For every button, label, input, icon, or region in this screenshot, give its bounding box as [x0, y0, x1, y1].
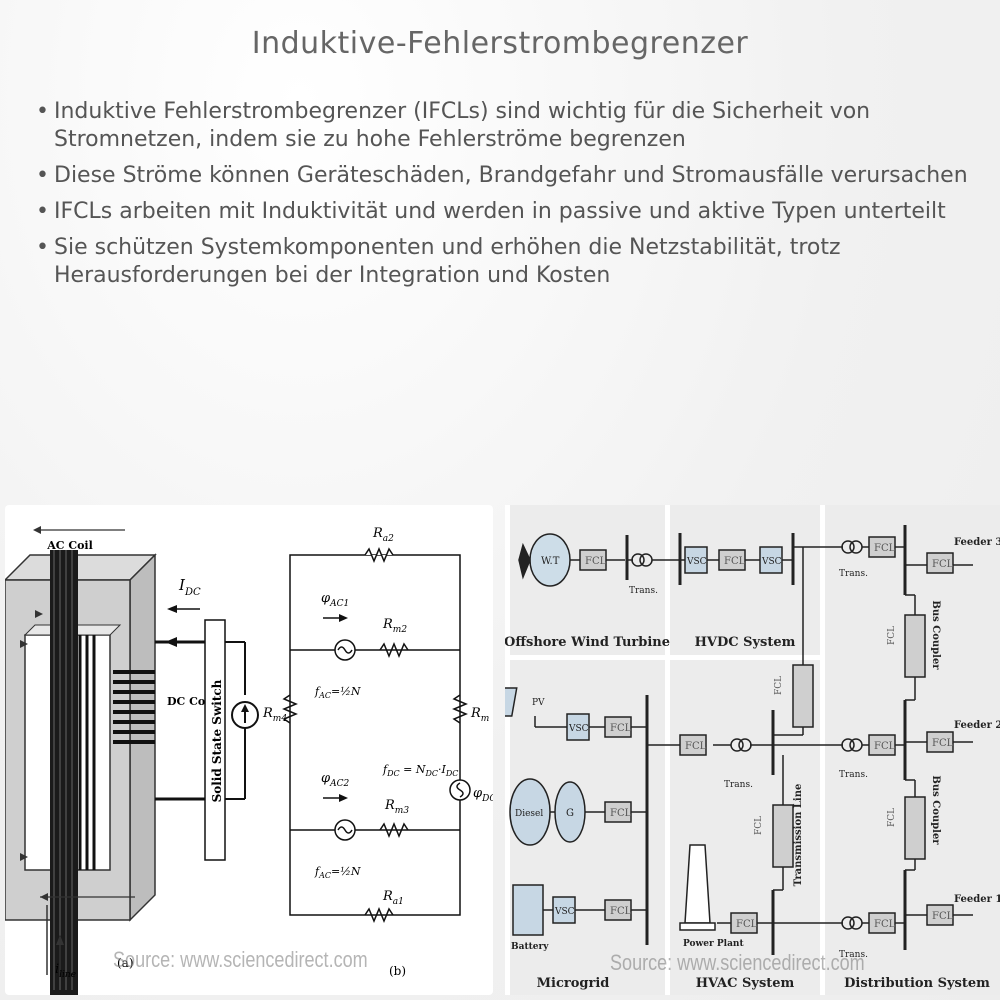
bullet-dot: •	[36, 99, 49, 124]
fcl-box-label: FCL	[610, 906, 632, 917]
vsc-label: VSC	[686, 557, 707, 567]
f-ac1-equation: fAC=½N	[314, 685, 361, 700]
feeder3-label: Feeder 3	[954, 537, 1000, 548]
offshore-region	[510, 505, 665, 655]
i-dc-label: IDC	[178, 576, 201, 598]
fcl-grid-svg: W.T FCL Trans. VSC FCL VSC FCL FCL Trans…	[484, 505, 1000, 995]
wind-turbine-label: W.T	[541, 556, 560, 567]
bullet-dot: •	[36, 235, 49, 260]
bullet-text: IFCLs arbeiten mit Induktivität und werd…	[54, 199, 946, 224]
fcl-box-label: FCL	[932, 559, 954, 570]
figure-area: AC Coil iline (a) DC Coil IDC	[0, 500, 1000, 1000]
i-line-label: iline	[55, 962, 76, 980]
bullet-list: •Induktive Fehlerstrombegrenzer (IFCLs) …	[32, 98, 982, 298]
fcl-box-label: FCL	[874, 543, 896, 554]
trans-label: Trans.	[839, 950, 868, 960]
f-ac2-equation: fAC=½N	[314, 865, 361, 880]
dc-coil-windings	[113, 670, 155, 744]
fcl-box-label: FCL	[932, 911, 954, 922]
hvac-title: HVAC System	[696, 976, 795, 991]
power-plant-label: Power Plant	[683, 939, 744, 949]
rm2-label: Rm2	[382, 617, 407, 635]
source-watermark-right: Source: www.sciencedirect.com	[610, 950, 865, 975]
transmission-line-label: Transmission Line	[793, 784, 804, 887]
feeder1-label: Feeder 1	[954, 894, 1000, 905]
bus-coupler-label: Bus Coupler	[930, 600, 941, 670]
bullet-item: •Sie schützen Systemkomponenten und erhö…	[32, 234, 982, 290]
fcl-box-label: FCL	[874, 741, 896, 752]
solid-state-switch	[204, 619, 226, 861]
offshore-title: Offshore Wind Turbine	[505, 635, 670, 650]
fcl-box-label: FCL	[887, 626, 897, 645]
vsc-label: VSC	[554, 907, 575, 917]
label-b: (b)	[389, 964, 406, 978]
f-dc-equation: fDC = NDC·IDC	[382, 763, 458, 778]
grid-labels: W.T FCL Trans. VSC FCL VSC FCL FCL Trans…	[504, 537, 1000, 991]
trans-label: Trans.	[629, 586, 658, 596]
bullet-dot: •	[36, 163, 49, 188]
ac-coil-windings	[50, 550, 96, 995]
dc-coil-label: DC Coil	[167, 695, 214, 708]
ac-coil-label: AC Coil	[46, 539, 93, 552]
fcl-grid-figure: W.T FCL Trans. VSC FCL VSC FCL FCL Trans…	[484, 505, 1000, 995]
vsc-label: VSC	[568, 724, 589, 734]
bullet-text: Diese Ströme können Geräteschäden, Brand…	[54, 163, 968, 188]
source-watermark-left: Source: www.sciencedirect.com	[113, 947, 368, 972]
phi-ac2-label: φAC2	[321, 771, 349, 789]
ifcl-circuit-figure: AC Coil iline (a) DC Coil IDC	[3, 505, 496, 995]
bullet-text: Induktive Fehlerstrombegrenzer (IFCLs) s…	[54, 99, 871, 152]
fcl-box-label: FCL	[887, 808, 897, 827]
fcl-box-label: FCL	[736, 919, 758, 930]
hvdc-region	[670, 505, 820, 655]
ra2-label: Ra2	[372, 526, 394, 544]
fcl-box-label: FCL	[774, 676, 784, 695]
fcl-box-label: FCL	[685, 741, 707, 752]
switch-label: Solid State Switch	[210, 679, 224, 802]
bullet-text: Sie schützen Systemkomponenten und erhöh…	[54, 235, 841, 288]
fcl-box-label: FCL	[932, 738, 954, 749]
fcl-box-label: FCL	[874, 919, 896, 930]
generator-label: G	[566, 808, 574, 819]
fcl-box-label: FCL	[610, 723, 632, 734]
bullet-dot: •	[36, 199, 49, 224]
vsc-label: VSC	[761, 557, 782, 567]
fcl-box-label: FCL	[724, 556, 746, 567]
bus-coupler-label: Bus Coupler	[930, 775, 941, 845]
trans-label: Trans.	[839, 770, 868, 780]
phi-dc-label: φDC	[473, 786, 493, 804]
label-a: (a)	[117, 956, 134, 970]
trans-label: Trans.	[724, 780, 753, 790]
rm3-label: Rm3	[384, 798, 409, 816]
ifcl-circuit-svg: AC Coil iline (a) DC Coil IDC	[3, 526, 496, 995]
fcl-box-label: FCL	[610, 808, 632, 819]
feeder2-label: Feeder 2	[954, 720, 1000, 731]
distribution-title: Distribution System	[844, 976, 990, 991]
trans-label: Trans.	[839, 569, 868, 579]
fcl-box-label: FCL	[585, 556, 607, 567]
bullet-item: •Diese Ströme können Geräteschäden, Bran…	[32, 162, 982, 190]
diesel-label: Diesel	[515, 809, 543, 819]
phi-ac1-label: φAC1	[321, 591, 349, 609]
equivalent-circuit	[282, 547, 471, 923]
microgrid-title: Microgrid	[537, 976, 610, 991]
bullet-item: •IFCLs arbeiten mit Induktivität und wer…	[32, 198, 982, 226]
battery-label: Battery	[511, 942, 549, 952]
ra1-label: Ra1	[382, 889, 404, 907]
slide-title: Induktive-Fehlerstrombegrenzer	[251, 26, 749, 61]
rm-label: Rm	[470, 706, 489, 724]
bullet-item: •Induktive Fehlerstrombegrenzer (IFCLs) …	[32, 98, 982, 154]
hvdc-title: HVDC System	[695, 635, 796, 650]
fcl-box-label: FCL	[754, 816, 764, 835]
pv-label: PV	[532, 698, 545, 708]
rm4-label: Rm4	[262, 706, 287, 724]
